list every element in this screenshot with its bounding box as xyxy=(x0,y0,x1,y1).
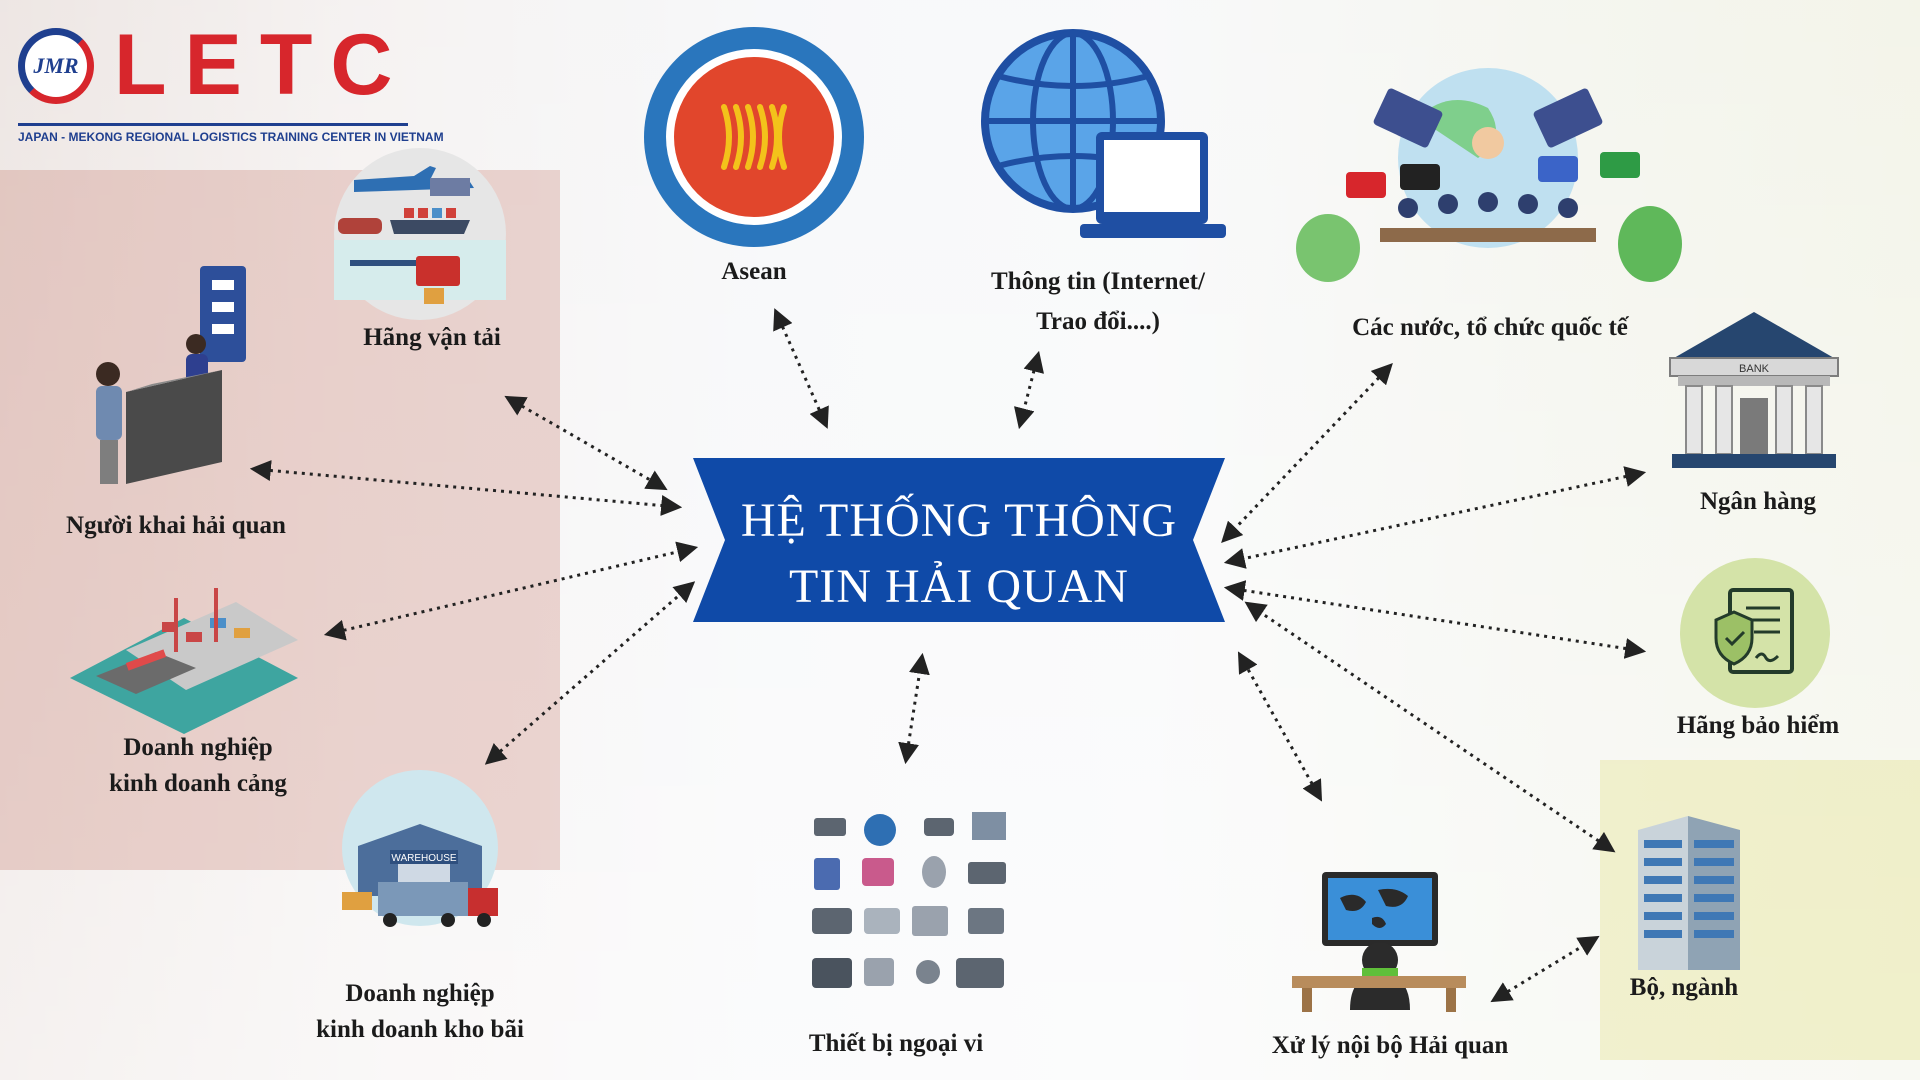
customs-officer-computer-icon xyxy=(1292,872,1466,1012)
warehouse-icon: WAREHOUSE xyxy=(342,770,498,927)
peripheral-devices-icon xyxy=(812,812,1006,988)
node-declarant xyxy=(92,262,260,498)
arrow-peripherals xyxy=(898,652,930,765)
label-warehouse: Doanh nghiệp kinh doanh kho bãi xyxy=(316,976,524,1048)
arrow-bank xyxy=(1223,466,1647,569)
jmr-badge: JMR xyxy=(18,28,94,104)
customs-declarant-icon xyxy=(96,266,246,484)
node-internet xyxy=(978,26,1228,250)
jmr-badge-text: JMR xyxy=(33,53,79,78)
arrow-internet xyxy=(1014,350,1044,430)
arrow-declarant xyxy=(249,460,683,516)
bank-icon: BANK xyxy=(1669,312,1839,468)
node-ministry xyxy=(1628,800,1748,976)
label-port-line-1: Doanh nghiệp xyxy=(123,734,273,761)
office-building-icon xyxy=(1638,816,1740,970)
bank-sign: BANK xyxy=(1739,363,1770,375)
label-asean: Asean xyxy=(721,258,787,285)
node-bank: BANK xyxy=(1664,308,1844,484)
label-carrier: Hãng vận tải xyxy=(363,324,501,351)
label-ministry: Bộ, ngành xyxy=(1629,974,1739,1001)
node-carrier xyxy=(334,148,506,320)
label-bank: Ngân hàng xyxy=(1699,488,1817,515)
banner-title-line-1: HỆ THỐNG THÔNG xyxy=(740,494,1178,547)
arrow-ministry xyxy=(1244,601,1616,853)
logo-name: LETC xyxy=(114,17,411,113)
arrow-port xyxy=(323,541,699,641)
banner-shape xyxy=(693,458,1225,622)
label-warehouse-line-2: kinh doanh kho bãi xyxy=(316,1016,524,1043)
asean-emblem-icon xyxy=(644,27,864,247)
arrow-warehouse xyxy=(484,581,696,765)
label-insurance: Hãng bảo hiểm xyxy=(1676,712,1840,739)
arrow-asean xyxy=(773,308,829,429)
logo-divider xyxy=(18,123,408,126)
label-port-line-2: kinh doanh cảng xyxy=(109,770,287,797)
label-declarant: Người khai hải quan xyxy=(66,512,286,539)
banner-title: HỆ THỐNG THÔNG TIN HẢI QUAN xyxy=(693,488,1225,620)
label-internet: Thông tin (Internet/ Trao đổi....) xyxy=(991,262,1205,342)
arrow-insurance xyxy=(1223,580,1647,659)
warehouse-sign: WAREHOUSE xyxy=(391,853,457,864)
arrow-internal xyxy=(1237,651,1323,802)
arrow-international xyxy=(1221,362,1393,544)
transport-carrier-icon xyxy=(334,148,506,320)
node-peripherals xyxy=(808,808,1014,1004)
label-port: Doanh nghiệp kinh doanh cảng xyxy=(109,730,287,802)
label-internet-line-1: Thông tin (Internet/ xyxy=(991,268,1205,295)
node-internal xyxy=(1292,868,1466,1012)
globe-laptop-icon xyxy=(981,29,1226,238)
node-warehouse: WAREHOUSE xyxy=(328,766,510,932)
arrow-carrier xyxy=(504,395,668,491)
label-international: Các nước, tổ chức quốc tế xyxy=(1352,314,1628,341)
insurance-document-icon xyxy=(1680,558,1830,708)
label-internal: Xử lý nội bộ Hải quan xyxy=(1271,1032,1509,1059)
node-port xyxy=(66,582,302,736)
label-warehouse-line-1: Doanh nghiệp xyxy=(345,980,495,1007)
node-insurance xyxy=(1680,558,1830,708)
label-peripherals: Thiết bị ngoại vi xyxy=(808,1030,984,1057)
arrow-ministry-internal xyxy=(1490,935,1600,1003)
banner-title-line-2: TIN HẢI QUAN xyxy=(789,560,1129,613)
node-international xyxy=(1288,58,1688,282)
label-internet-line-2: Trao đổi....) xyxy=(1036,308,1160,335)
customs-info-system-banner: HỆ THỐNG THÔNG TIN HẢI QUAN xyxy=(693,458,1225,622)
logo-tagline: JAPAN - MEKONG REGIONAL LOGISTICS TRAINI… xyxy=(18,130,444,144)
international-meeting-icon xyxy=(1296,68,1682,282)
letc-logo: JMR LETC JAPAN - MEKONG REGIONAL LOGISTI… xyxy=(16,17,444,144)
node-asean xyxy=(644,27,864,247)
port-icon xyxy=(70,588,298,734)
